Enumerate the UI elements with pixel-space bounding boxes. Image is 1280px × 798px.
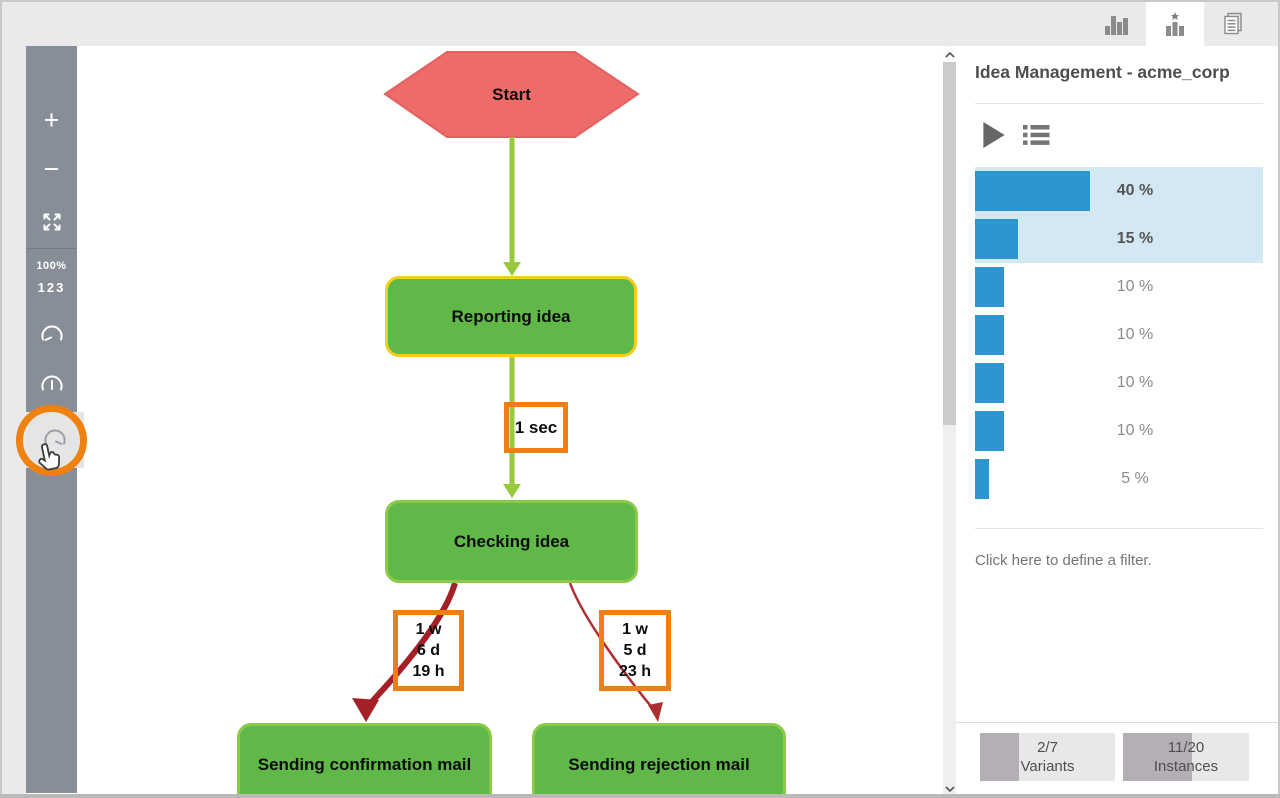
variants-fill-bar	[980, 733, 1019, 781]
variant-bar	[975, 363, 1004, 403]
variant-percent-label: 40 %	[1116, 182, 1154, 199]
zoom-in-button[interactable]: +	[43, 104, 60, 135]
bar-chart-star-icon	[1166, 12, 1184, 36]
variants-label: Variants	[1020, 758, 1075, 775]
variant-percent-label: 10 %	[1116, 422, 1154, 439]
list-icon	[1023, 125, 1050, 145]
variant-bar	[975, 267, 1004, 307]
variant-percent-label: 5 %	[1121, 470, 1149, 487]
edge-duration-label: 1 sec	[504, 402, 568, 453]
start-node-label[interactable]: Start	[492, 84, 531, 104]
gauge-up-icon	[40, 375, 63, 391]
window-border	[0, 0, 2, 798]
duration-text: 19 h	[412, 663, 445, 680]
duration-mean-button[interactable]	[26, 366, 77, 406]
tab-documents[interactable]	[1204, 2, 1262, 46]
process-diagram-canvas: Start Reporting idea Checking idea Sendi…	[77, 46, 943, 798]
tab-chart[interactable]	[1088, 2, 1146, 46]
variant-row[interactable]: 15 %	[975, 215, 1263, 263]
window-border	[0, 0, 1280, 2]
duration-text: 5 d	[623, 642, 647, 659]
documents-icon	[1224, 12, 1242, 35]
node-reporting-idea[interactable]: Reporting idea	[385, 276, 637, 357]
gauge-right-icon	[44, 429, 66, 445]
tab-statistics[interactable]	[1146, 2, 1204, 46]
variant-row[interactable]: 40 %	[975, 167, 1263, 215]
window-border	[0, 794, 1280, 798]
duration-text: 1 w	[415, 621, 442, 638]
filter-hint-link[interactable]: Click here to define a filter.	[975, 552, 1152, 569]
toolbar-divider	[26, 248, 77, 249]
variant-percent-label: 10 %	[1116, 278, 1154, 295]
left-margin	[0, 0, 26, 798]
start-hexagon[interactable]	[383, 51, 640, 138]
variant-bar	[975, 411, 1004, 451]
node-sending-rejection-mail[interactable]: Sending rejection mail	[532, 723, 786, 798]
diagram-edges	[352, 51, 671, 722]
instances-counter-button[interactable]: 11/20 Instances	[1123, 733, 1249, 781]
footer-divider	[956, 722, 1278, 723]
window-border	[1278, 0, 1280, 798]
variant-bar	[975, 219, 1019, 259]
node-checking-idea[interactable]: Checking idea	[385, 500, 638, 583]
node-sending-confirmation-mail[interactable]: Sending confirmation mail	[237, 723, 492, 798]
panel-title: Idea Management - acme_corp	[975, 62, 1230, 82]
scroll-down-arrow[interactable]	[944, 784, 955, 794]
instances-fill-bar	[1123, 733, 1193, 781]
variant-list-button[interactable]	[1023, 124, 1050, 146]
gauge-left-icon	[40, 325, 63, 341]
variant-percent-label: 10 %	[1116, 374, 1154, 391]
panel-divider	[975, 528, 1263, 529]
instances-label: Instances	[1153, 758, 1219, 775]
panel-actions	[983, 122, 1050, 148]
duration-text: 6 d	[416, 642, 441, 659]
bar-chart-icon	[1105, 16, 1128, 35]
duration-total-button-active[interactable]	[26, 412, 84, 468]
play-icon	[983, 122, 1005, 148]
variant-row[interactable]: 10 %	[975, 263, 1263, 311]
variant-row[interactable]: 10 %	[975, 407, 1263, 455]
instances-count: 11/20	[1167, 739, 1205, 756]
canvas-scrollbar[interactable]	[943, 46, 956, 798]
expand-icon	[43, 213, 60, 231]
variants-counter-button[interactable]: 2/7 Variants	[980, 733, 1115, 781]
duration-text: 1 w	[622, 621, 648, 638]
diagram-toolbar: + − 100% 123	[26, 46, 84, 793]
variant-percent-label: 10 %	[1116, 326, 1154, 343]
variant-bar	[975, 171, 1091, 211]
edge-duration-label: 1 w 5 d 23 h	[599, 610, 671, 691]
scroll-up-arrow[interactable]	[944, 50, 955, 60]
variant-bar	[975, 459, 990, 499]
duration-median-button[interactable]	[26, 316, 77, 356]
top-bar	[0, 0, 1280, 46]
duration-text: 23 h	[618, 663, 651, 680]
view-tabs	[1088, 2, 1262, 46]
variant-row[interactable]: 5 %	[975, 455, 1263, 503]
fit-to-screen-button[interactable]	[26, 202, 77, 242]
variant-list: 40 % 15 % 10 % 10 % 10 % 10 % 5 %	[975, 167, 1263, 503]
panel-divider	[975, 103, 1263, 104]
frequency-numbers-button[interactable]: 123	[37, 279, 66, 295]
variant-row[interactable]: 10 %	[975, 311, 1263, 359]
zoom-level-button[interactable]: 100%	[36, 260, 67, 272]
scrollbar-thumb[interactable]	[943, 62, 956, 425]
variant-bar	[975, 315, 1004, 355]
zoom-out-button[interactable]: −	[43, 153, 60, 184]
play-button[interactable]	[983, 122, 1005, 148]
duration-text: 1 sec	[514, 418, 558, 437]
variants-count: 2/7	[1037, 739, 1058, 756]
variant-row[interactable]: 10 %	[975, 359, 1263, 407]
edge-duration-label: 1 w 6 d 19 h	[393, 610, 464, 691]
variant-percent-label: 15 %	[1116, 230, 1154, 247]
statistics-panel: Idea Management - acme_corp 40 % 15 % 10 %…	[956, 46, 1278, 798]
